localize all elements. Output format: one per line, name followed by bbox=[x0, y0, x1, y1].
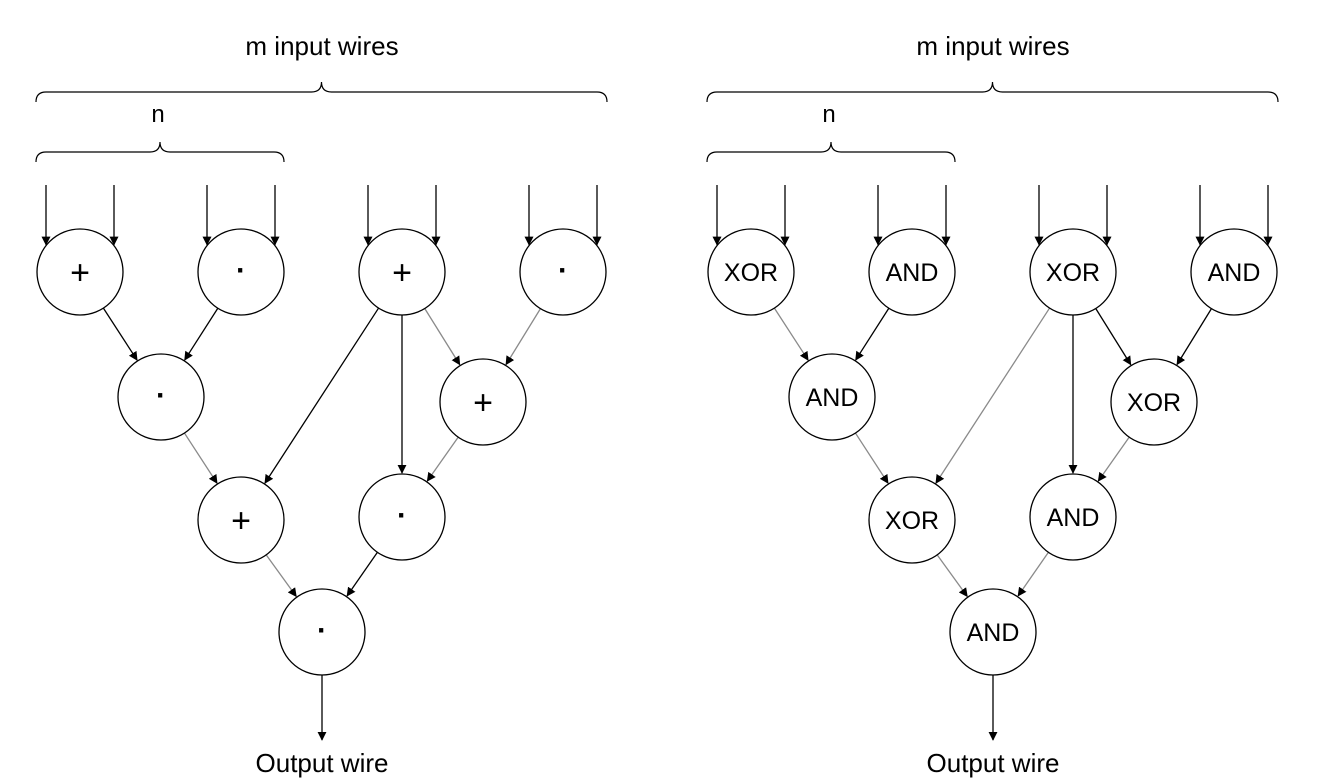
output-label: Output wire bbox=[927, 748, 1060, 778]
gate-l1b: AND bbox=[868, 228, 956, 316]
gate-label: · bbox=[156, 379, 166, 412]
wire bbox=[1017, 551, 1049, 597]
m-inputs-brace bbox=[706, 81, 1279, 103]
gate-label: AND bbox=[967, 619, 1020, 647]
wire bbox=[184, 307, 219, 361]
gate-label: AND bbox=[1208, 259, 1261, 287]
gate-circle bbox=[788, 353, 876, 441]
gate-circle bbox=[519, 228, 607, 316]
gate-circle bbox=[1190, 228, 1278, 316]
gate-l1a: XOR bbox=[707, 228, 795, 316]
wire bbox=[346, 551, 378, 597]
gate-l1c: + bbox=[358, 228, 446, 316]
wire bbox=[936, 554, 968, 598]
wire bbox=[183, 432, 218, 484]
gate-l1d: · bbox=[519, 228, 607, 316]
gate-circle bbox=[197, 228, 285, 316]
gate-circle bbox=[1110, 358, 1198, 446]
gate-circle bbox=[868, 476, 956, 564]
gate-label: + bbox=[392, 254, 412, 292]
wire bbox=[426, 436, 459, 482]
gate-label: · bbox=[236, 254, 246, 287]
top-label: m input wires bbox=[245, 31, 398, 61]
gate-l1c: XOR bbox=[1029, 228, 1117, 316]
wire bbox=[1095, 308, 1132, 366]
gate-l3a: + bbox=[197, 476, 285, 564]
gate-circle bbox=[36, 228, 124, 316]
gate-label: XOR bbox=[1127, 389, 1181, 417]
gate-l1b: · bbox=[197, 228, 285, 316]
top-label: m input wires bbox=[916, 31, 1069, 61]
gate-circle bbox=[358, 473, 446, 561]
gate-l3b: · bbox=[358, 473, 446, 561]
gate-l4: AND bbox=[949, 588, 1037, 676]
wire bbox=[1176, 308, 1213, 366]
m-inputs-brace bbox=[35, 81, 608, 103]
gate-circle bbox=[439, 358, 527, 446]
gate-circle bbox=[117, 353, 205, 441]
n-label: n bbox=[822, 101, 835, 128]
gate-l2b: XOR bbox=[1110, 358, 1198, 446]
gate-label: + bbox=[473, 384, 493, 422]
gate-l4: · bbox=[278, 588, 366, 676]
gate-circle bbox=[949, 588, 1037, 676]
wire bbox=[855, 307, 890, 361]
gate-l2a: AND bbox=[788, 353, 876, 441]
gate-label: · bbox=[558, 254, 568, 287]
gate-label: · bbox=[397, 499, 407, 532]
wire bbox=[854, 432, 889, 484]
gate-l2b: + bbox=[439, 358, 527, 446]
gate-circle bbox=[358, 228, 446, 316]
n-inputs-brace bbox=[35, 141, 285, 163]
gate-circle bbox=[278, 588, 366, 676]
gate-label: XOR bbox=[724, 259, 778, 287]
gate-l3b: AND bbox=[1029, 473, 1117, 561]
gate-label: AND bbox=[886, 259, 939, 287]
gate-circle bbox=[707, 228, 795, 316]
output-label: Output wire bbox=[256, 748, 389, 778]
gate-circle bbox=[868, 228, 956, 316]
n-label: n bbox=[151, 101, 164, 128]
gate-label: · bbox=[317, 614, 327, 647]
gate-label: XOR bbox=[885, 507, 939, 535]
wire bbox=[505, 308, 542, 366]
wire bbox=[102, 307, 138, 361]
gate-circle bbox=[1029, 473, 1117, 561]
gate-l1a: + bbox=[36, 228, 124, 316]
gate-label: + bbox=[231, 502, 251, 540]
wire bbox=[773, 307, 809, 361]
wire bbox=[264, 307, 380, 484]
left-circuit: m input wires n + · + · · + + · · Output wire bbox=[35, 31, 608, 778]
gate-label: + bbox=[70, 254, 90, 292]
gate-circle bbox=[197, 476, 285, 564]
wire bbox=[265, 554, 297, 598]
gate-label: AND bbox=[1047, 504, 1100, 532]
gate-circle bbox=[1029, 228, 1117, 316]
wire bbox=[1097, 436, 1130, 482]
gate-l2a: · bbox=[117, 353, 205, 441]
gate-l3a: XOR bbox=[868, 476, 956, 564]
wire bbox=[424, 308, 461, 366]
gate-label: XOR bbox=[1046, 259, 1100, 287]
gate-label: AND bbox=[806, 384, 859, 412]
wire bbox=[935, 307, 1051, 484]
gate-l1d: AND bbox=[1190, 228, 1278, 316]
n-inputs-brace bbox=[706, 141, 956, 163]
